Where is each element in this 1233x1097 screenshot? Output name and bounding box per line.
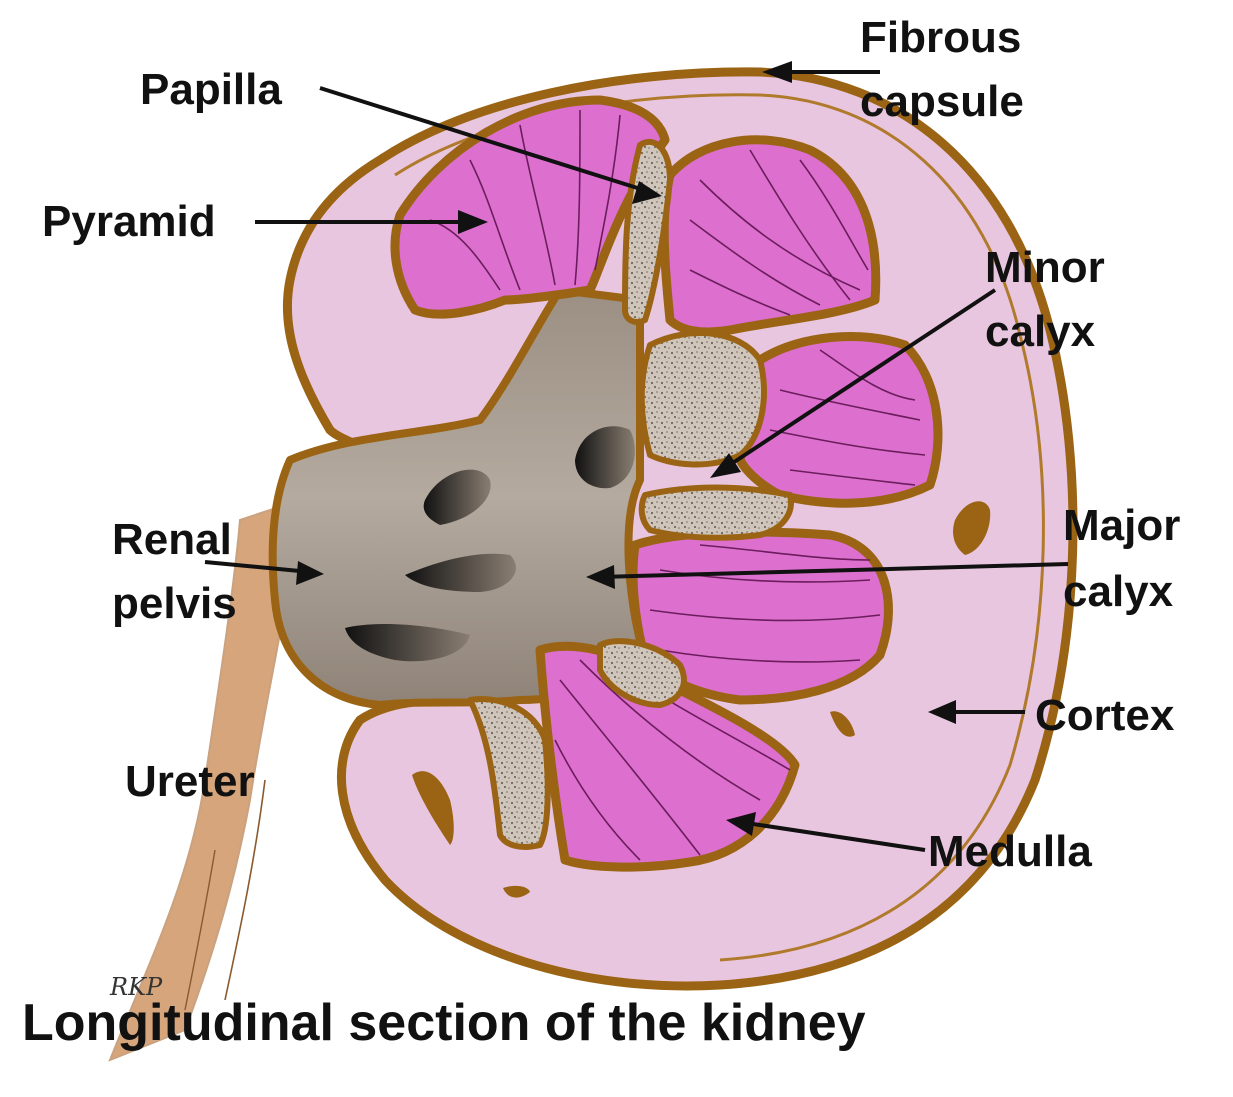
minor-calyx-middle xyxy=(642,488,791,538)
label-major: Major xyxy=(1063,501,1180,550)
diagram-title: Longitudinal section of the kidney xyxy=(22,994,866,1052)
label-capsule: capsule xyxy=(860,77,1024,126)
label-pyramid: Pyramid xyxy=(42,197,216,246)
label-minor-calyx: calyx xyxy=(985,307,1096,356)
label-cortex: Cortex xyxy=(1035,691,1175,740)
minor-calyx-upper xyxy=(642,333,764,464)
label-major-calyx: calyx xyxy=(1063,567,1174,616)
label-medulla: Medulla xyxy=(928,827,1092,876)
label-ureter: Ureter xyxy=(125,757,255,806)
pyramid-middle-right xyxy=(740,337,938,504)
label-minor: Minor xyxy=(985,243,1105,292)
label-fibrous: Fibrous xyxy=(860,13,1021,62)
label-papilla: Papilla xyxy=(140,65,282,114)
label-renal: Renal xyxy=(112,515,232,564)
label-pelvis: pelvis xyxy=(112,579,237,628)
